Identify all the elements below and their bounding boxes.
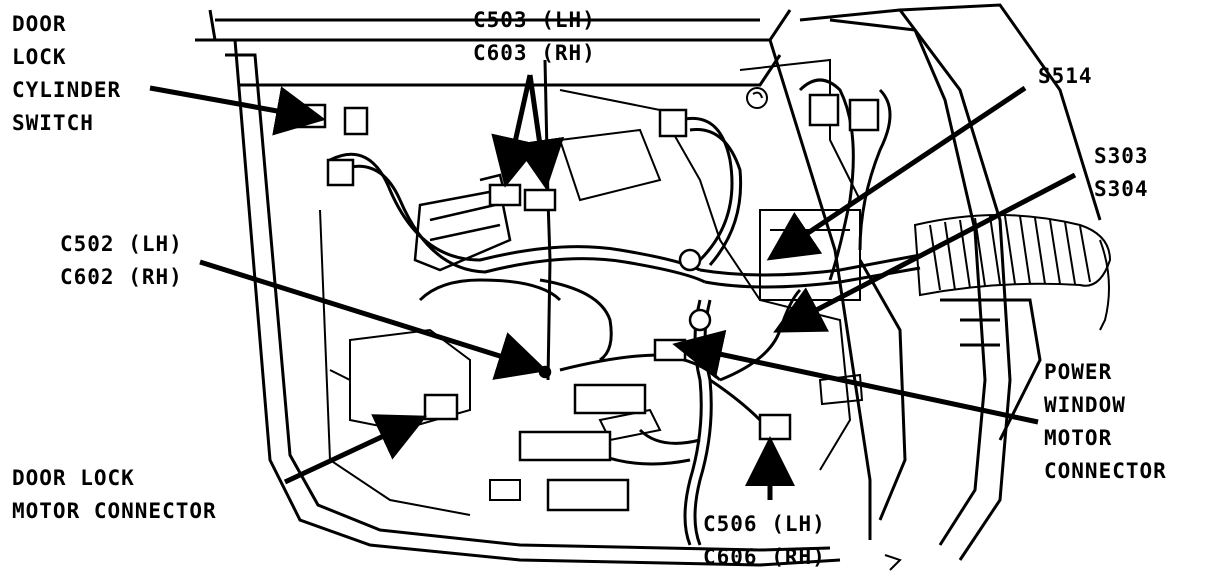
s303-s304-label: S303 S304 bbox=[1094, 144, 1149, 201]
arrow-s514 bbox=[766, 85, 1027, 261]
arrow-power-window bbox=[672, 329, 1039, 425]
door-lock-cylinder-switch-label: DOOR LOCK CYLINDER SWITCH bbox=[12, 12, 122, 135]
arrow-c502 bbox=[199, 259, 548, 380]
arrow-c503-right bbox=[514, 74, 565, 190]
arrow-door-lock-cylinder bbox=[149, 85, 326, 136]
c506-c606-label: C506 (LH) C606 (RH) bbox=[703, 512, 826, 569]
arrow-c503-left bbox=[491, 74, 541, 188]
leader-arrows bbox=[149, 74, 1077, 500]
arrow-door-lock-motor bbox=[283, 414, 428, 485]
c502-c602-label: C502 (LH) C602 (RH) bbox=[60, 232, 183, 289]
c503-c603-label: C503 (LH) C603 (RH) bbox=[473, 8, 596, 65]
power-window-motor-connector-label: POWER WINDOW MOTOR CONNECTOR bbox=[1044, 360, 1167, 483]
arrow-s303 bbox=[773, 172, 1077, 333]
door-lock-motor-connector-label: DOOR LOCK MOTOR CONNECTOR bbox=[12, 466, 217, 523]
door-frame bbox=[195, 3, 1102, 567]
harness-conduit bbox=[913, 214, 1112, 331]
s514-label: S514 bbox=[1038, 64, 1093, 88]
